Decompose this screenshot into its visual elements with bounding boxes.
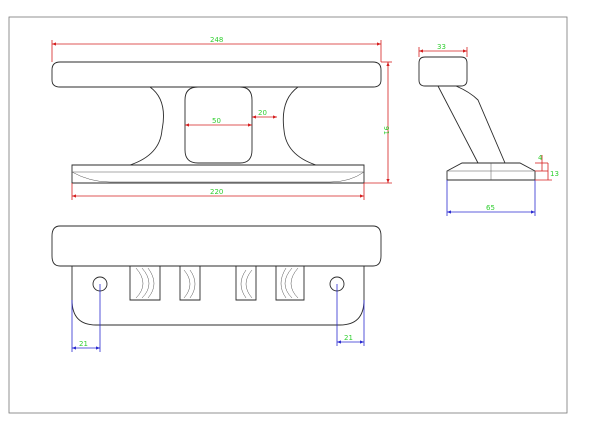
dim-text-top-width: 33 xyxy=(437,43,446,51)
top-view-bar xyxy=(51,225,382,267)
dim-slot-width: 50 xyxy=(185,117,252,127)
side-neck xyxy=(437,85,506,164)
side-view xyxy=(418,56,536,181)
dim-horn-gap: 20 xyxy=(252,109,277,119)
dim-top-width: 33 xyxy=(418,43,468,57)
dim-text-base-thickness-2: 13 xyxy=(550,170,559,178)
dim-text-base-depth: 65 xyxy=(486,204,495,212)
top-view-base xyxy=(71,265,365,326)
dim-text-total-length: 248 xyxy=(210,36,223,44)
dim-base-thickness: 4 13 xyxy=(535,154,559,181)
dim-text-hole-left: 21 xyxy=(79,340,88,348)
cleat-base xyxy=(71,164,365,184)
dim-hole-right: 21 xyxy=(336,284,365,346)
dim-text-base-length: 220 xyxy=(210,188,223,196)
cleat-body xyxy=(129,86,317,166)
dim-hole-left: 21 xyxy=(71,284,101,352)
dim-text-height: 91 xyxy=(382,126,390,135)
dim-text-base-thickness-1: 4 xyxy=(538,154,543,162)
dim-text-horn-gap: 20 xyxy=(258,109,267,117)
dim-base-depth: 65 xyxy=(446,180,536,216)
top-view xyxy=(51,225,382,326)
dim-text-hole-right: 21 xyxy=(344,334,353,342)
cleat-top-bar xyxy=(51,61,382,88)
dim-total-length: 248 xyxy=(51,36,382,62)
dim-text-slot-width: 50 xyxy=(212,117,221,125)
side-top xyxy=(418,56,468,87)
dim-base-length: 220 xyxy=(71,183,365,200)
dim-height: 91 xyxy=(364,61,392,184)
